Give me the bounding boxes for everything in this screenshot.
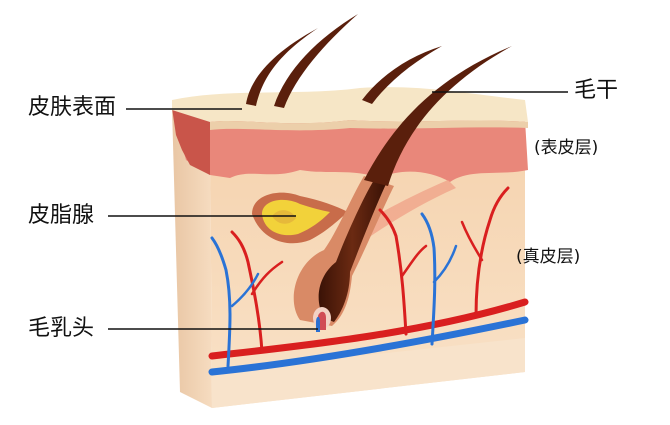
blood-vessels [208,186,529,376]
label-epidermis: (表皮层) [534,138,599,158]
label-hair-papilla: 毛乳头 [28,316,95,341]
sebaceous-gland [252,192,348,244]
label-sebaceous-gland: 皮脂腺 [28,203,95,228]
hair-follicle [293,176,394,332]
leader-lines [108,91,568,330]
label-hair-shaft: 毛干 [574,78,619,103]
label-skin-surface: 皮肤表面 [28,95,117,120]
hair-shafts [246,14,512,186]
label-dermis: (真皮层) [516,247,581,267]
